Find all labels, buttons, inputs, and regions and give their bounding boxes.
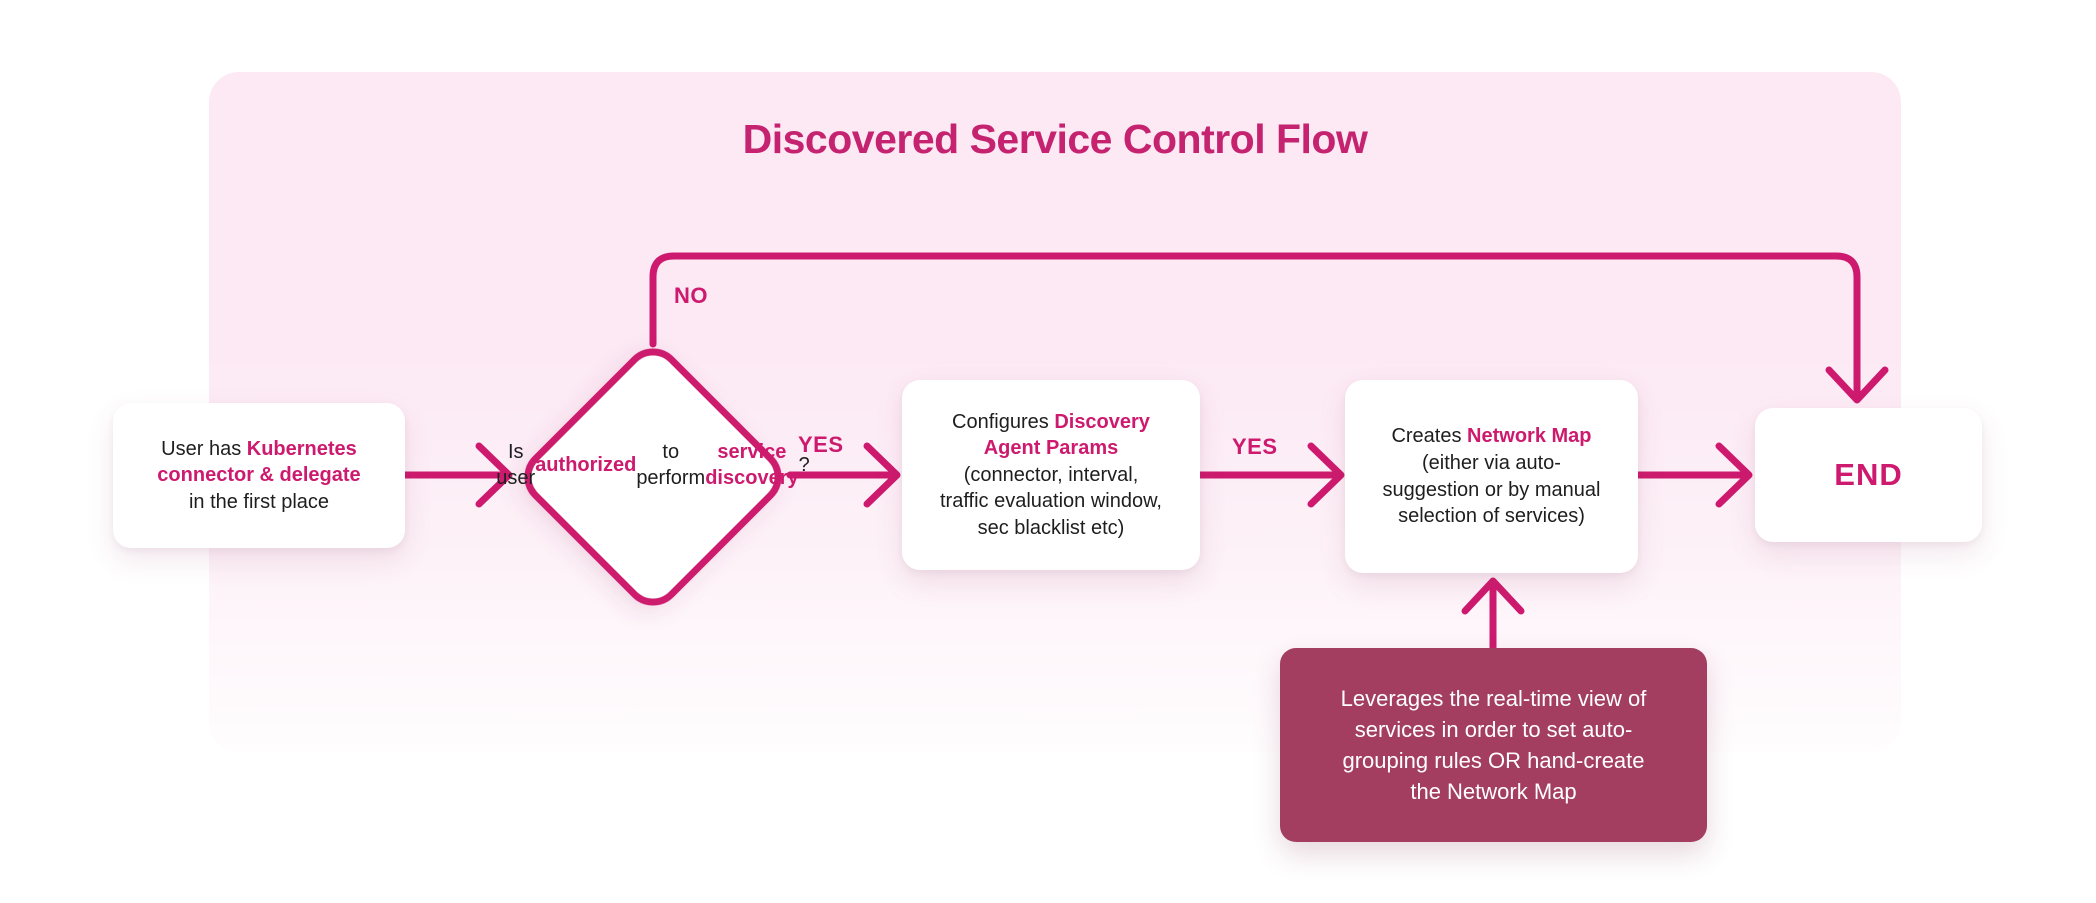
arrowhead-up-icon xyxy=(1461,577,1525,615)
arrowhead-right-icon xyxy=(1715,442,1753,508)
edge-start-to-decision xyxy=(401,442,513,508)
diagram-title: Discovered Service Control Flow xyxy=(742,116,1368,162)
node-network-map: Creates Network Map(either via auto-sugg… xyxy=(1345,380,1638,573)
arrowhead-down-icon xyxy=(1825,366,1889,404)
arrowhead-right-icon xyxy=(1307,442,1345,508)
node-end: END xyxy=(1755,408,1982,542)
edge-decision-yes-to-configure xyxy=(786,442,901,508)
edge-note-to-networkmap xyxy=(1461,577,1525,652)
edge-networkmap-to-end xyxy=(1634,442,1753,508)
edge-decision-no-loop xyxy=(649,252,1889,404)
edge-label-no: NO xyxy=(674,283,708,308)
arrowhead-right-icon xyxy=(475,442,513,508)
edge-label-yes-configure: YES xyxy=(1232,434,1278,459)
edge-label-yes-decision: YES xyxy=(798,432,844,457)
edge-configure-yes-to-networkmap xyxy=(1196,442,1345,508)
node-decision-shape xyxy=(524,348,782,606)
node-network-map-text: Creates Network Map(either via auto-sugg… xyxy=(1382,425,1601,528)
arrowhead-right-icon xyxy=(863,442,901,508)
node-end-label: END xyxy=(1834,457,1903,493)
